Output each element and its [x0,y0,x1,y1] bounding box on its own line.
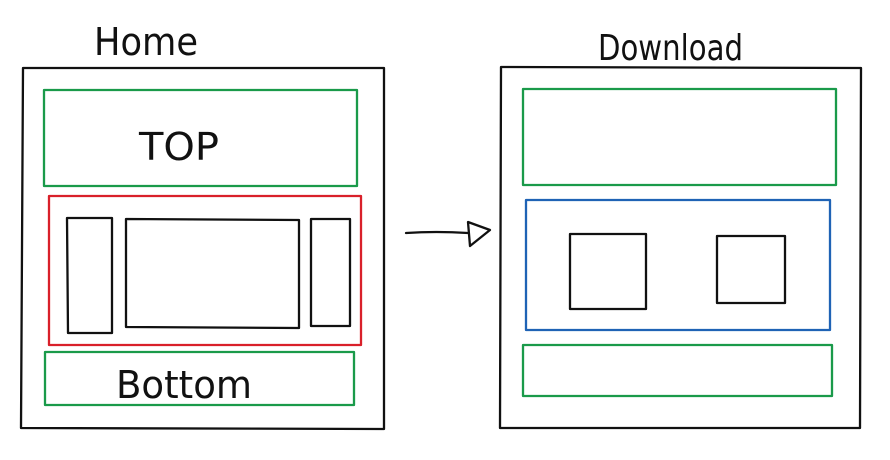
home-top-box [42,88,359,188]
home-right-column-box [309,217,352,328]
download-wireframe: Download [498,28,863,430]
home-middle-box [47,194,363,347]
home-bottom-label: Bottom [116,363,252,407]
home-top-label: TOP [138,125,219,169]
download-bottom-box [521,343,834,398]
download-top-box [521,87,838,187]
home-title: Home [94,20,198,64]
home-top-section: TOP [42,88,359,188]
home-left-column-box [65,216,114,335]
home-bottom-box [43,350,356,407]
home-center-content-box [124,217,301,330]
download-middle-section [524,198,832,332]
arrow-right-icon [404,220,492,248]
download-right-square-box [715,234,787,305]
download-middle-box [524,198,832,332]
download-page-frame [498,65,863,430]
home-bottom-section: Bottom [43,350,356,407]
home-page-frame [19,66,386,431]
home-middle-section [47,194,363,347]
download-title: Download [598,28,743,69]
home-wireframe: Home TOP Bottom [19,20,386,431]
download-left-square-box [568,232,648,311]
